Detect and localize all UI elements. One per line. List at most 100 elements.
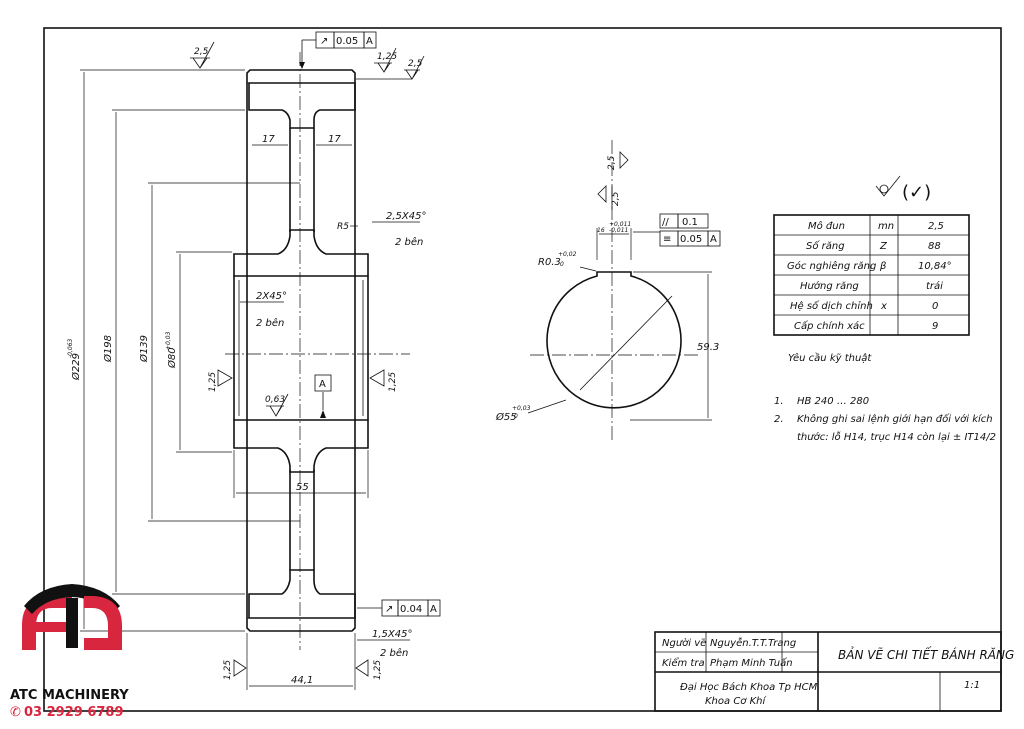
requirement-2b: thước: lỗ H14, trục H14 còn lại ± IT14/2 [797, 430, 996, 443]
requirement-2: Không ghi sai lệnh giới hạn đối với kích [797, 412, 993, 425]
dim-chamfer-inner: 2X45° [256, 291, 287, 302]
logo-name: ATC MACHINERY [10, 688, 129, 703]
dim-web-left: 17 [262, 134, 275, 145]
checked-name: Phạm Minh Tuấn [710, 657, 793, 669]
spec-sym: Z [879, 241, 888, 252]
dim-d229-tol: -0,063 [67, 338, 74, 358]
svg-text:A: A [366, 36, 373, 47]
roughness-key-2: 2,5 [597, 185, 621, 210]
spec-label: Mô đun [808, 220, 845, 232]
svg-text:A: A [710, 234, 717, 245]
spec-label: Cấp chính xác [794, 320, 865, 332]
dim-d80: Ø80 [166, 347, 178, 369]
dim-key-tol-lo: -0,011 [609, 227, 628, 234]
svg-text:0.04: 0.04 [400, 604, 422, 615]
title-block: Người vẽ Nguyễn.T.T.Trang Kiểm tra Phạm … [654, 631, 1014, 712]
dim-r03-tol: +0,02 [558, 251, 577, 258]
svg-text:0,63: 0,63 [265, 395, 285, 405]
dim-r03: R0.3 [538, 257, 561, 268]
spec-label: Hướng răng [800, 280, 859, 292]
svg-text:↗: ↗ [385, 604, 393, 615]
spec-value: 9 [932, 321, 938, 332]
spec-value: 10,84° [918, 261, 952, 272]
svg-text:(✓): (✓) [902, 182, 931, 203]
svg-text:1,25: 1,25 [388, 372, 398, 392]
spec-value: 88 [928, 241, 941, 252]
spec-value: 2,5 [928, 221, 944, 232]
svg-text:2,5: 2,5 [607, 155, 617, 170]
dim-key-width: 16 [597, 227, 605, 234]
svg-text:1,25: 1,25 [377, 52, 397, 62]
dim-d198: Ø198 [102, 335, 114, 363]
dim-key-tol-up: +0,011 [609, 221, 631, 228]
svg-text:≡: ≡ [663, 234, 671, 245]
spec-sym: mn [878, 221, 894, 232]
gdt-parallel: // 0.1 [633, 213, 709, 233]
school-line1: Đại Học Bách Khoa Tp HCM [680, 681, 818, 693]
spec-value: trái [926, 280, 943, 292]
spec-label: Góc nghiêng răng [787, 260, 876, 272]
dim-d55: Ø55 [495, 411, 517, 423]
svg-text:2,5: 2,5 [194, 47, 209, 57]
roughness-top2: 2,5 [356, 55, 425, 80]
svg-text:1,25: 1,25 [373, 660, 383, 680]
outer-frame [43, 27, 1002, 712]
gdt-runout-top: ↗ 0.05 A [299, 31, 377, 69]
roughness-left: 1,25 [208, 369, 233, 392]
atc-logo: ATC MACHINERY ✆ 03 2929 6789 [10, 584, 129, 720]
svg-text://: // [662, 217, 669, 228]
roughness-key-1: 2,5 [607, 151, 629, 170]
note-2ben-2: 2 bên [256, 317, 284, 329]
spec-label: Số răng [806, 239, 845, 252]
svg-text:↗: ↗ [320, 36, 328, 47]
requirement-1: HB 240 … 280 [797, 396, 869, 407]
dim-hub-length: 55 [296, 482, 309, 493]
roughness-bore: 0,63 [265, 393, 289, 417]
svg-text:2.: 2. [774, 414, 784, 425]
dim-r03-tol0: 0 [560, 261, 564, 268]
svg-text:2,5: 2,5 [611, 191, 621, 206]
dim-web-right: 17 [328, 134, 341, 145]
logo-phone: 03 2929 6789 [24, 705, 124, 720]
svg-text:1.: 1. [774, 396, 784, 407]
svg-text:0.05: 0.05 [336, 36, 358, 47]
datum-a-label: A [319, 379, 326, 390]
gear-spec-table: Mô đun mn 2,5 Số răng Z 88 Góc nghiêng r… [773, 214, 970, 336]
requirements-title: Yêu cầu kỹ thuật [788, 352, 872, 364]
dim-d80-tol: +0,03 [165, 331, 172, 350]
svg-text:A: A [430, 604, 437, 615]
dim-chamfer-outer: 2,5X45° [386, 211, 426, 222]
note-2ben-1: 2 bên [395, 236, 423, 248]
keyway-section-view: 16 +0,011 -0,011 2,5 2,5 // 0.1 ≡ 0.05 A [495, 140, 721, 440]
technical-requirements: Yêu cầu kỹ thuật 1. HB 240 … 280 2. Khôn… [774, 352, 996, 443]
dim-d55-tol0: 0 [514, 413, 518, 420]
checked-label: Kiểm tra [662, 656, 705, 669]
gdt-symmetry: ≡ 0.05 A [659, 230, 721, 247]
dim-59-3: 59.3 [697, 342, 719, 353]
gear-section-view: A Ø229 -0,063 Ø198 Ø139 Ø80 +0,03 17 17 … [67, 31, 441, 690]
school-line2: Khoa Cơ Khí [705, 695, 766, 707]
roughness-top: 2,5 [190, 41, 215, 69]
roughness-chamfer: 1,25 [374, 47, 397, 73]
svg-text:2,5: 2,5 [408, 59, 423, 69]
note-2ben-3: 2 bên [380, 647, 408, 659]
drawing-scale: 1:1 [964, 680, 980, 691]
general-surface-mark: (✓) [875, 175, 931, 203]
spec-sym: β [879, 261, 887, 272]
svg-text:1,25: 1,25 [208, 372, 218, 392]
dim-radius: R5 [337, 222, 349, 232]
drawn-label: Người vẽ [662, 637, 706, 649]
dim-d229: Ø229 [70, 353, 82, 381]
svg-text:1,25: 1,25 [223, 660, 233, 680]
drawing-title: BẢN VẼ CHI TIẾT BÁNH RĂNG [838, 646, 1014, 662]
gdt-runout-bottom: ↗ 0.04 A [357, 599, 441, 617]
dim-width: 44,1 [291, 675, 313, 686]
roughness-right: 1,25 [369, 369, 398, 392]
drawn-name: Nguyễn.T.T.Trang [710, 636, 796, 649]
svg-text:0.1: 0.1 [682, 217, 698, 228]
dim-d55-tol: +0,03 [512, 405, 531, 412]
roughness-bottom-left: 1,25 [223, 659, 247, 680]
dim-d139: Ø139 [138, 335, 150, 363]
spec-value: 0 [932, 301, 938, 312]
